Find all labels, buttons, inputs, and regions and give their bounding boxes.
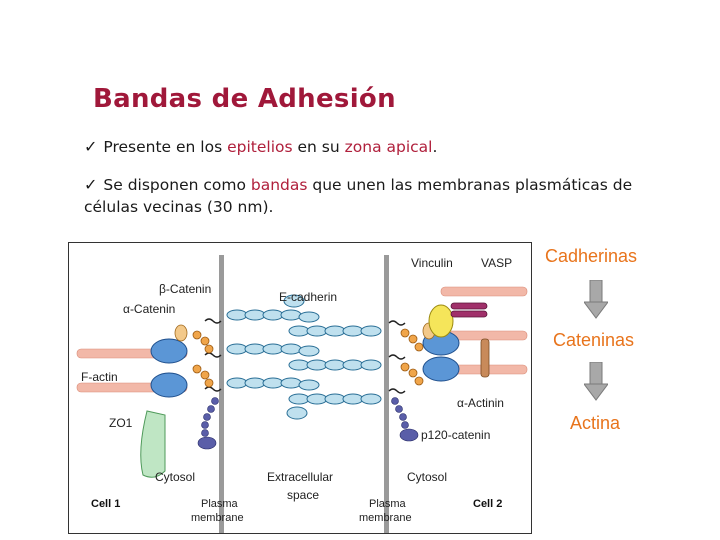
label-f-actin: F-actin [81, 370, 118, 384]
label-zo1: ZO1 [109, 416, 133, 430]
vinculin-shape [428, 304, 454, 338]
sequence-item-cadherinas: Cadherinas [545, 246, 638, 266]
arrow-down-icon [584, 362, 608, 401]
beta-catenin-beads [192, 328, 424, 388]
bullet-1-highlight-a: epitelios [227, 138, 293, 156]
plasma-membrane-left [219, 255, 224, 533]
label-space: space [287, 488, 319, 502]
label-e-cadherin: E-cadherin [279, 290, 337, 304]
bullet-2-text-b: que unen las membranas plasmáticas de cé… [84, 176, 633, 216]
bullet-1-text-c: . [432, 138, 438, 156]
arrow-down-icon [584, 280, 608, 319]
bullet-1-highlight-b: zona apical [344, 138, 433, 156]
adherens-junction-diagram: β-Catenin α-Catenin E-cadherin Vinculin … [68, 242, 532, 534]
sequence-item-actina: Actina [570, 413, 621, 433]
label-plasma-right: Plasma [369, 498, 407, 510]
bullet-2-highlight-a: bandas [250, 176, 308, 194]
bullet-2-text-a: Se disponen como [103, 176, 251, 194]
bullet-1-text-a: Presente en los [103, 138, 228, 156]
label-alpha-catenin: α-Catenin [123, 302, 175, 316]
label-cell-2: Cell 2 [473, 498, 502, 510]
label-cell-1: Cell 1 [91, 498, 120, 510]
label-beta-catenin: β-Catenin [159, 282, 211, 296]
cadherin-tails [204, 318, 406, 394]
p120-catenin-beads [197, 397, 419, 450]
label-vinculin: Vinculin [411, 256, 453, 270]
label-p120-catenin: p120-catenin [421, 428, 490, 442]
label-cytosol-right: Cytosol [407, 470, 447, 484]
page-title: Bandas de Adhesión [93, 84, 396, 114]
checkmark-icon: ✓ [84, 137, 98, 156]
actin-filaments-right [440, 286, 528, 375]
bullet-1-text-b: en su [292, 138, 345, 156]
e-cadherin-chains [226, 294, 382, 420]
label-membrane-left: membrane [191, 512, 244, 524]
label-cytosol-left: Cytosol [155, 470, 195, 484]
alpha-actinin-shape [480, 338, 490, 378]
label-alpha-actinin: α-Actinin [457, 396, 504, 410]
label-membrane-right: membrane [359, 512, 412, 524]
zo1-shape [140, 410, 166, 478]
label-extracellular: Extracellular [267, 470, 333, 484]
bullet-1: ✓ Presente en los epitelios en su zona ap… [84, 136, 437, 158]
label-plasma-left: Plasma [201, 498, 239, 510]
plasma-membrane-right [384, 255, 389, 533]
sequence-item-cateninas: Cateninas [553, 330, 635, 350]
checkmark-icon: ✓ [84, 175, 98, 194]
label-vasp: VASP [481, 256, 512, 270]
bullet-2: ✓ Se disponen como bandas que unen las me… [84, 174, 644, 218]
vasp-shape [450, 302, 488, 318]
